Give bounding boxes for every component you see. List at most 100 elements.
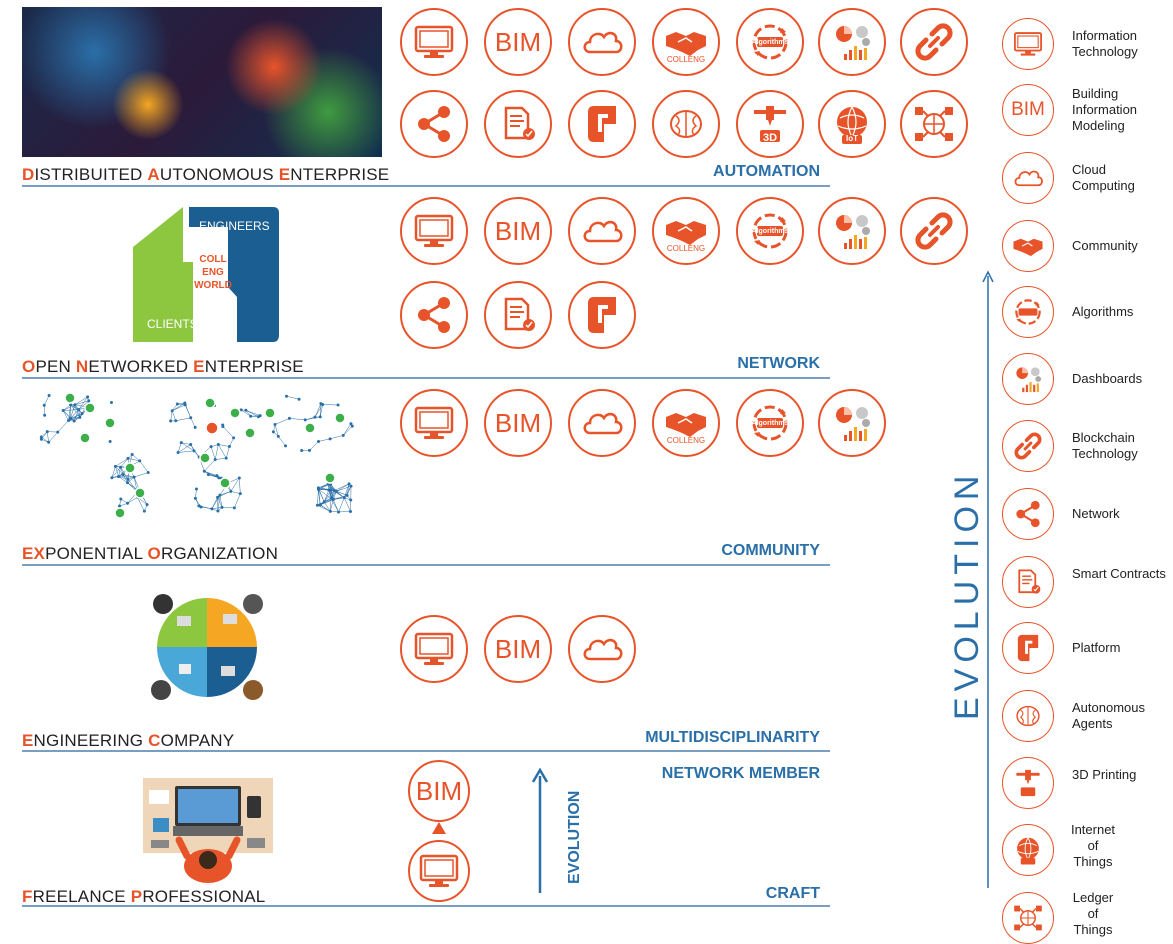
algorithms-icon: Algorithms	[736, 389, 804, 457]
tier-title-part: E	[22, 731, 34, 750]
tier-tag: COMMUNITY	[721, 542, 820, 559]
neural-texture-image	[22, 7, 382, 157]
smart-contract-icon	[484, 281, 552, 349]
tier-title-part: PEN	[35, 357, 76, 376]
printer-3d-icon: 3D	[736, 90, 804, 158]
tier-title-part: OMPANY	[160, 731, 235, 750]
monitor-icon	[400, 389, 468, 457]
legend-label: Internet of Things	[1070, 822, 1116, 869]
print3d-caption: 3D	[762, 132, 778, 144]
monitor-icon	[400, 197, 468, 265]
tier-title-part: PONENTIAL	[45, 544, 148, 563]
tier-tag: AUTOMATION	[713, 163, 820, 180]
tier-title: OPEN NETWORKED ENTERPRISE	[22, 357, 304, 377]
colleng-engineers-label: ENGINEERS	[199, 219, 270, 233]
legend-label: Platform	[1072, 640, 1121, 655]
colleng-logo: ENGINEERS CLIENTS COLL ENG WORLD	[133, 207, 279, 342]
network-member-tag: NETWORK MEMBER	[661, 765, 820, 782]
iot-globe-icon: IoT	[818, 90, 886, 158]
brain-icon	[1002, 690, 1054, 742]
share-network-icon	[400, 90, 468, 158]
handshake-icon: COLLENG	[652, 8, 720, 76]
bim-icon: BIM	[484, 197, 552, 265]
tier-title-part: EX	[22, 544, 46, 563]
algorithms-caption: Algorithms	[751, 228, 789, 235]
chain-link-icon	[900, 197, 968, 265]
tier-tag: MULTIDISCIPLINARITY	[645, 729, 820, 746]
tier-title-part: O	[22, 357, 36, 376]
share-network-icon	[400, 281, 468, 349]
algorithms-icon	[1002, 286, 1054, 338]
platform-icon	[1002, 622, 1054, 674]
iot-globe-icon	[1002, 824, 1054, 876]
tier-title-part: NTERPRISE	[290, 165, 390, 184]
tier-title-part: NGINEERING	[33, 731, 149, 750]
platform-icon	[568, 281, 636, 349]
tier-divider	[22, 750, 830, 752]
tier-divider	[22, 185, 830, 187]
tier-title-part: O	[147, 544, 161, 563]
bim-icon: BIM	[484, 8, 552, 76]
tier-title: DISTRIBUITED AUTONOMOUS ENTERPRISE	[22, 165, 389, 185]
tier-title-part: ISTRIBUITED	[34, 165, 148, 184]
algorithms-icon: Algorithms	[736, 197, 804, 265]
legend-label: 3D Printing	[1072, 767, 1137, 782]
legend-label: Algorithms	[1072, 304, 1134, 319]
small-evolution-arrow	[530, 767, 550, 895]
tier-title-part: A	[147, 165, 160, 184]
dashboard-icon	[818, 389, 886, 457]
tier-title-part: C	[148, 731, 161, 750]
legend-label: Building Information Modeling	[1072, 86, 1138, 133]
bim-icon: BIM	[484, 615, 552, 683]
monitor-icon	[408, 840, 470, 902]
dashboard-icon	[1002, 353, 1054, 405]
legend-label: Information Technology	[1072, 28, 1138, 59]
iot-caption: IoT	[846, 134, 858, 143]
small-evolution-label: EVOLUTION	[566, 790, 583, 884]
platform-icon	[568, 90, 636, 158]
chain-link-icon	[900, 8, 968, 76]
tier-title-part: N	[75, 357, 89, 376]
legend-label: Autonomous Agents	[1072, 700, 1145, 731]
monitor-icon	[1002, 18, 1054, 70]
legend-label: Cloud Computing	[1072, 162, 1135, 193]
handshake-icon: COLLENG	[652, 389, 720, 457]
colleng-clients-label: CLIENTS	[147, 317, 198, 331]
big-evolution-arrow	[980, 270, 996, 890]
brain-icon	[652, 90, 720, 158]
tier-tag: CRAFT	[765, 885, 820, 902]
tier-title-part: E	[278, 165, 291, 184]
smart-contract-icon	[484, 90, 552, 158]
colleng-caption: COLLENG	[666, 436, 706, 445]
tier-title-part: F	[22, 887, 33, 906]
tier-divider	[22, 377, 830, 379]
tier-title-part: D	[22, 165, 35, 184]
tier-title-part: ROFESSIONAL	[142, 887, 266, 906]
tier-tag: NETWORK	[737, 355, 820, 372]
world-network-map	[35, 388, 370, 528]
dashboard-icon	[818, 8, 886, 76]
dashboard-icon	[818, 197, 886, 265]
monitor-icon	[400, 615, 468, 683]
legend-label: Blockchain Technology	[1072, 430, 1138, 461]
colleng-caption: COLLENG	[666, 244, 706, 253]
ledger-icon	[900, 90, 968, 158]
algorithms-icon: Algorithms	[736, 8, 804, 76]
tier-title-part: P	[130, 887, 143, 906]
tier-title: FREELANCE PROFESSIONAL	[22, 887, 265, 907]
cloud-icon	[568, 389, 636, 457]
freelance-desk-illustration	[143, 778, 273, 883]
big-evolution-label: EVOLUTION	[948, 469, 986, 720]
share-network-icon	[1002, 488, 1054, 540]
tier-title: EXPONENTIAL ORGANIZATION	[22, 544, 278, 564]
tier-title: ENGINEERING COMPANY	[22, 731, 234, 751]
tier-title-part: UTONOMOUS	[159, 165, 279, 184]
tier-title-part: REELANCE	[32, 887, 131, 906]
cloud-icon	[568, 197, 636, 265]
algorithms-caption: Algorithms	[751, 39, 789, 46]
tier-divider	[22, 905, 830, 907]
cloud-icon	[1002, 152, 1054, 204]
legend-label: Network	[1072, 506, 1120, 521]
cloud-icon	[568, 615, 636, 683]
legend-label: Smart Contracts	[1072, 566, 1166, 581]
